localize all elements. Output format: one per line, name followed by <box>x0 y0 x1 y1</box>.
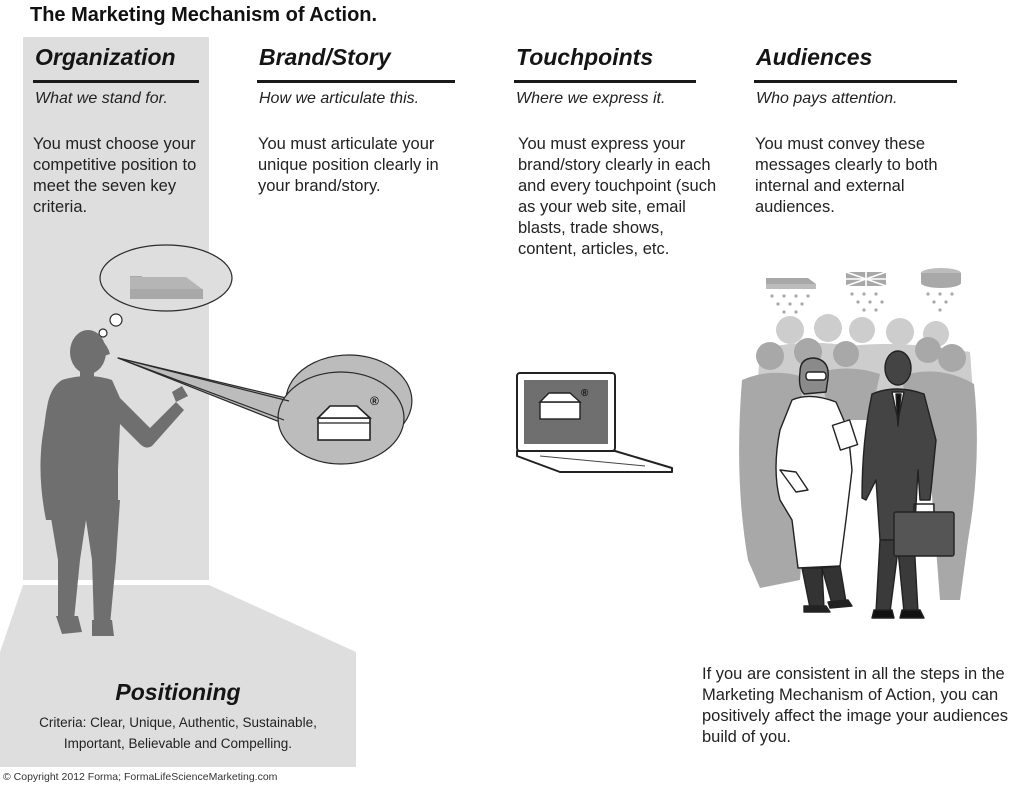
positioning-criteria: Criteria: Clear, Unique, Authentic, Sust… <box>39 715 317 751</box>
copyright-notice: © Copyright 2012 Forma; FormaLifeScience… <box>3 771 278 783</box>
brand-block-icon <box>130 276 203 299</box>
conclusion-text: If you are consistent in all the steps i… <box>702 665 1009 746</box>
laptop-brand-block-icon <box>538 392 582 420</box>
stage-floor <box>0 585 356 659</box>
positioning-panel <box>0 659 356 767</box>
brand-story-rule <box>257 80 455 83</box>
touchpoints-subheading: Where we express it. <box>516 90 666 107</box>
cylinder-icon <box>921 268 961 288</box>
flat-block-icon <box>766 278 816 289</box>
flag-icon <box>845 271 887 287</box>
touchpoints-heading: Touchpoints <box>516 44 654 70</box>
organization-subheading: What we stand for. <box>35 90 168 107</box>
audiences-heading: Audiences <box>756 44 873 70</box>
audiences-subheading: Who pays attention. <box>756 90 898 107</box>
audiences-body: You must convey these messages clearly t… <box>755 135 938 216</box>
registered-mark-laptop: ® <box>581 388 589 399</box>
brand-story-body: You must articulate your unique position… <box>258 135 439 195</box>
audiences-rule <box>754 80 957 83</box>
diagram-title: The Marketing Mechanism of Action. <box>30 4 378 26</box>
registered-mark-bubble: ® <box>370 394 379 408</box>
touchpoints-rule <box>514 80 696 83</box>
touchpoints-body: You must express your brand/story clearl… <box>518 135 717 258</box>
brand-story-heading: Brand/Story <box>259 44 391 70</box>
brand-block-registered-icon <box>316 405 373 441</box>
organization-body: You must choose your competitive positio… <box>33 135 197 216</box>
organization-rule <box>33 80 199 83</box>
organization-heading: Organization <box>35 44 176 70</box>
brand-story-subheading: How we articulate this. <box>259 90 420 107</box>
positioning-title: Positioning <box>115 679 241 705</box>
icon-dots <box>770 292 954 314</box>
